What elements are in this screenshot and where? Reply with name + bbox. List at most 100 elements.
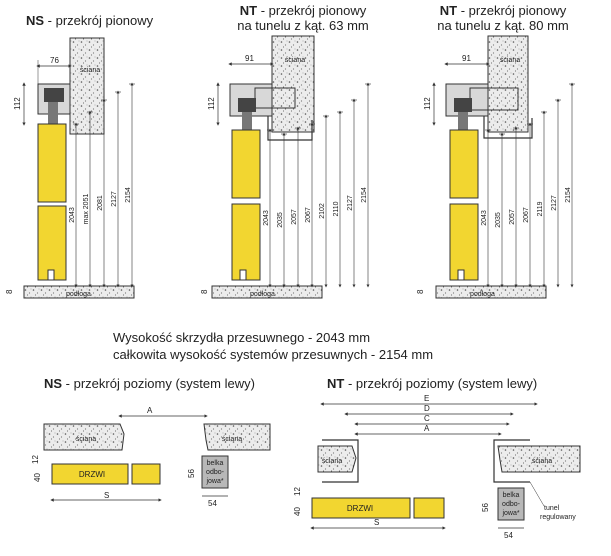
- trolley-nt80: [454, 98, 472, 112]
- wall-ns-h-right: [203, 423, 271, 451]
- ns-height-label-2: 2081: [97, 195, 104, 211]
- hanger-ns: [48, 102, 58, 124]
- ns-height-label-3: 2127: [111, 191, 118, 207]
- door-nt-h-left: [311, 497, 411, 519]
- dim-nt-h-a: A: [424, 424, 430, 433]
- beam-label-nt-l3: jowa*: [501, 510, 519, 517]
- header-ns-vertical: NS - przekrój pionowy: [26, 13, 154, 28]
- dim-nt80-8: 8: [416, 289, 425, 294]
- dim-nt-h-d: D: [424, 404, 430, 413]
- wall-label-ns: ściana: [80, 67, 100, 74]
- header-nt-horizontal: NT - przekrój poziomy (system lewy): [327, 376, 538, 391]
- floor-label-nt63: podłoga: [250, 291, 275, 298]
- beam-label-ns-l1: belka: [207, 460, 224, 467]
- hanger-nt63: [242, 112, 252, 130]
- door-leaf-nt63-top: [231, 129, 261, 199]
- nt63-height-label-2: 2057: [291, 209, 298, 225]
- header-nt80-vertical: NT - przekrój pionowy na tunelu z kąt. 8…: [437, 3, 569, 33]
- door-leaf-ns-top: [37, 123, 67, 203]
- nt63-height-label-3: 2067: [305, 207, 312, 223]
- summary-line-1: Wysokość skrzydła przesuwnego - 2043 mm: [113, 330, 371, 345]
- dim-ns-h-40: 40: [33, 473, 42, 482]
- tunnel-nt-h-left: [322, 439, 359, 483]
- dim-ns-h-54: 54: [208, 499, 217, 508]
- dim-ns-8: 8: [5, 289, 14, 294]
- dim-nt-h-12: 12: [293, 487, 302, 496]
- floor-label-nt80: podłoga: [470, 291, 495, 298]
- nt63-height-label-5: 2110: [333, 201, 340, 216]
- wall-ns-h-left: [43, 423, 125, 451]
- dim-nt63-91: 91: [245, 54, 254, 63]
- ns-height-label-4: 2154: [125, 187, 132, 203]
- wall-ns: [69, 37, 105, 135]
- nt-horizontal-section: E D C A ściana ściana DRZWI belka odbo- …: [293, 394, 581, 540]
- door-label-nt-h: DRZWI: [347, 504, 373, 513]
- door-leaf-nt63-bottom: [231, 203, 261, 281]
- beam-nt-h: [497, 487, 525, 521]
- dim-ns-h-s: S: [104, 491, 109, 500]
- dim-nt-h-54: 54: [504, 531, 513, 540]
- nt63-height-label-4: 2102: [319, 203, 326, 219]
- dim-nt-h-s: S: [374, 518, 379, 527]
- door-ns-h-left: [51, 463, 129, 485]
- wall-label-nt-h-left: ściana: [322, 458, 342, 465]
- nt63-height-label-1: 2035: [277, 212, 284, 228]
- nt63-height-label-7: 2154: [361, 187, 368, 203]
- wall-nt63: [271, 35, 315, 133]
- dim-nt80-112: 112: [423, 97, 432, 110]
- dim-nt-h-e: E: [424, 394, 429, 403]
- nt63-height-label-6: 2127: [347, 195, 354, 211]
- dim-nt63-8: 8: [200, 289, 209, 294]
- beam-label-nt-l1: belka: [503, 492, 520, 499]
- beam-ns-h: [201, 455, 229, 489]
- beam-label-ns-l2: odbo-: [206, 469, 225, 476]
- dim-nt63-112: 112: [207, 97, 216, 110]
- nt80-height-label-0: 2043: [481, 210, 488, 226]
- ns-horizontal-section: ściana ściana A DRZWI belka odbo- jowa* …: [31, 406, 271, 508]
- tunnel-label-l1: tunel: [544, 505, 560, 512]
- dim-nt80-91: 91: [462, 54, 471, 63]
- dim-ns-h-56: 56: [187, 469, 196, 478]
- trolley-nt63: [238, 98, 256, 112]
- door-leaf-nt80-bottom: [449, 203, 479, 281]
- dim-nt-h-c: C: [424, 414, 430, 423]
- door-leaf-ns-bottom: [37, 205, 67, 281]
- beam-label-nt-l2: odbo-: [502, 501, 521, 508]
- wall-label-ns-h-left: ściana: [76, 436, 96, 443]
- header-nt63-vertical: NT - przekrój pionowy na tunelu z kąt. 6…: [237, 3, 369, 33]
- door-label-ns-h: DRZWI: [79, 470, 105, 479]
- wall-nt-h-left: [317, 445, 357, 473]
- dim-ns-112: 112: [13, 97, 22, 110]
- wall-label-nt-h-right: ściana: [532, 458, 552, 465]
- ns-height-label-1: max 2051: [83, 194, 90, 225]
- nt80-height-label-5: 2127: [551, 195, 558, 211]
- door-ns-h-right: [131, 463, 161, 485]
- wall-label-nt80: ściana: [500, 57, 520, 64]
- wall-label-ns-h-right: ściana: [222, 436, 242, 443]
- nt80-height-label-4: 2119: [537, 201, 544, 216]
- wall-nt-h-right: [497, 445, 581, 473]
- trolley-ns: [44, 88, 64, 102]
- nt80-height-label-3: 2067: [523, 207, 530, 223]
- nt80-height-label-6: 2154: [565, 187, 572, 203]
- header-ns-horizontal: NS - przekrój poziomy (system lewy): [44, 376, 255, 391]
- floor-nt80: [435, 285, 547, 299]
- dim-ns-h-12: 12: [31, 455, 40, 464]
- tunnel-angle-nt80: [483, 116, 533, 139]
- tunnel-nt-h-right: [493, 439, 530, 483]
- door-leaf-nt80-top: [449, 129, 479, 199]
- floor-label-ns: podłoga: [66, 291, 91, 298]
- floor-guide-ns: [47, 269, 55, 281]
- ns-height-label-0: 2043: [69, 207, 76, 223]
- dim-nt-h-40: 40: [293, 507, 302, 516]
- floor-ns: [23, 285, 135, 299]
- dim-ns-h-a: A: [147, 406, 153, 415]
- wall-nt80: [487, 35, 529, 133]
- dim-nt-h-56: 56: [481, 503, 490, 512]
- summary-line-2: całkowita wysokość systemów przesuwnych …: [113, 347, 434, 362]
